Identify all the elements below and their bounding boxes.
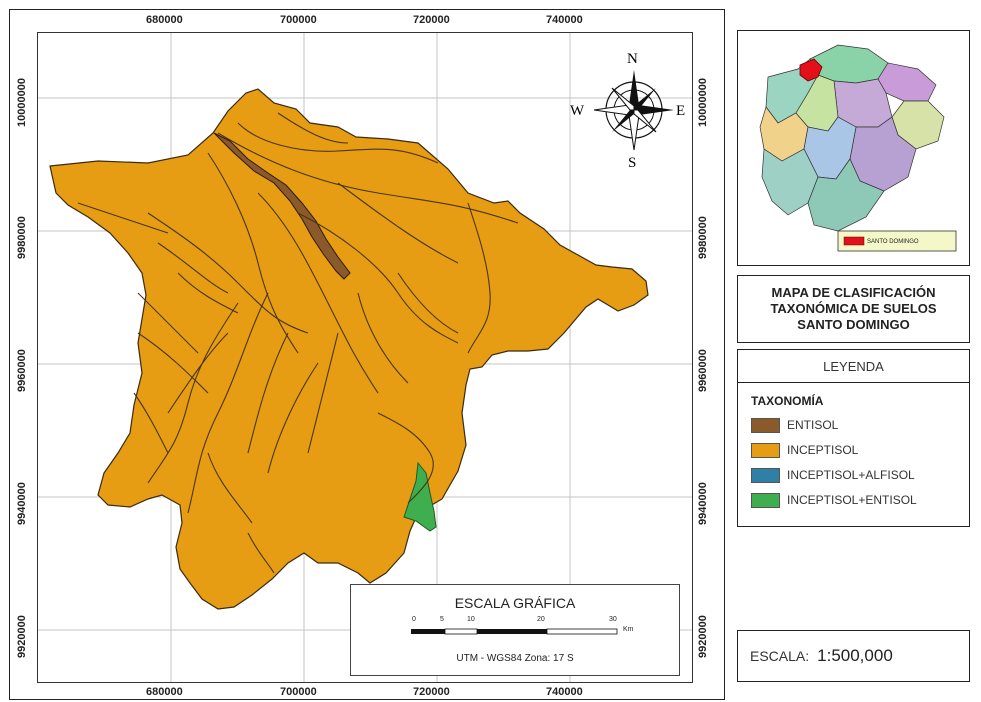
x-tick-top-700000: 700000 <box>280 14 317 26</box>
scalebar-graphic <box>411 628 618 635</box>
entisol-river-band[interactable] <box>213 132 351 280</box>
scalebar-title: ESCALA GRÁFICA <box>454 595 576 611</box>
x-tick-top-720000: 720000 <box>413 14 450 26</box>
soil-map-svg <box>38 33 692 682</box>
x-tick-bottom-680000: 680000 <box>146 686 183 698</box>
title-line-1: MAPA DE CLASIFICACIÓN <box>771 285 936 300</box>
legend-item-inceptisol-entisol[interactable]: INCEPTISOL+ENTISOL <box>751 491 917 509</box>
x-tick-bottom-720000: 720000 <box>413 686 450 698</box>
legend-label-inceptisol: INCEPTISOL <box>787 443 859 457</box>
y-tick-right-9920000: 9920000 <box>697 615 709 658</box>
x-tick-top-740000: 740000 <box>546 14 583 26</box>
y-tick-left-9960000: 9960000 <box>16 349 28 392</box>
scalebar-tick-0: 0 <box>412 616 416 623</box>
scalebar-tick-20: 20 <box>537 616 545 623</box>
legend-label-inceptisol-entisol: INCEPTISOL+ENTISOL <box>787 493 917 507</box>
y-tick-right-9960000: 9960000 <box>697 349 709 392</box>
x-tick-bottom-700000: 700000 <box>280 686 317 698</box>
inset-province-northeast <box>877 62 937 102</box>
title-box: MAPA DE CLASIFICACIÓN TAXONÓMICA DE SUEL… <box>737 275 970 343</box>
inset-highlight-santo-domingo[interactable] <box>799 58 823 82</box>
inceptisol-region[interactable] <box>49 88 649 610</box>
scalebar-unit: Km <box>623 626 634 633</box>
y-tick-right-9980000: 9980000 <box>697 216 709 259</box>
scalebar-box: ESCALA GRÁFICA 0 5 10 20 30 Km UTM - WGS… <box>350 584 680 676</box>
legend-item-inceptisol[interactable]: INCEPTISOL <box>751 441 858 459</box>
title-line-3: SANTO DOMINGO <box>797 317 910 332</box>
compass-icon <box>593 70 674 151</box>
y-tick-left-9940000: 9940000 <box>16 482 28 525</box>
legend-label-inceptisol-alfisol: INCEPTISOL+ALFISOL <box>787 468 915 482</box>
legend-swatch-inceptisol <box>751 442 780 458</box>
inceptisol-entisol-patch[interactable] <box>403 461 437 532</box>
compass-w-label: W <box>570 103 585 119</box>
compass-n-label: N <box>627 51 638 67</box>
legend-header: LEYENDA <box>738 350 969 383</box>
y-tick-left-9980000: 9980000 <box>16 216 28 259</box>
projection-label: UTM - WGS84 Zona: 17 S <box>456 653 574 664</box>
inset-province-south <box>807 158 885 232</box>
drainage-lines <box>77 112 519 574</box>
y-tick-right-10000000: 10000000 <box>697 78 709 127</box>
legend-subtitle: TAXONOMÍA <box>751 394 824 408</box>
scale-label: ESCALA: <box>750 648 810 664</box>
compass-s-label: S <box>628 155 637 171</box>
scale-ratio-box: ESCALA: 1:500,000 <box>737 630 970 682</box>
scalebar-tick-30: 30 <box>609 616 617 623</box>
legend-panel: LEYENDA TAXONOMÍA ENTISOL INCEPTISOL INC… <box>737 349 970 527</box>
y-tick-left-10000000: 10000000 <box>16 78 28 127</box>
legend-item-inceptisol-alfisol[interactable]: INCEPTISOL+ALFISOL <box>751 466 915 484</box>
y-tick-left-9920000: 9920000 <box>16 615 28 658</box>
scalebar-tick-10: 10 <box>467 616 475 623</box>
x-tick-bottom-740000: 740000 <box>546 686 583 698</box>
map-canvas[interactable]: N S E W <box>37 32 693 683</box>
legend-label-entisol: ENTISOL <box>787 418 839 432</box>
legend-item-entisol[interactable]: ENTISOL <box>751 416 838 434</box>
compass-e-label: E <box>676 103 686 119</box>
scale-value: 1:500,000 <box>817 646 893 665</box>
scalebar-tick-5: 5 <box>440 616 444 623</box>
y-tick-right-9940000: 9940000 <box>697 482 709 525</box>
title-line-2: TAXONÓMICA DE SUELOS <box>770 301 937 316</box>
legend-swatch-entisol <box>751 417 780 433</box>
x-tick-top-680000: 680000 <box>146 14 183 26</box>
inset-ecuador-map[interactable] <box>738 31 969 265</box>
legend-swatch-inceptisol-entisol <box>751 492 780 508</box>
inset-map-frame: SANTO DOMINGO <box>737 30 970 266</box>
legend-swatch-inceptisol-alfisol <box>751 467 780 483</box>
inset-legend-label: SANTO DOMINGO <box>867 239 919 245</box>
